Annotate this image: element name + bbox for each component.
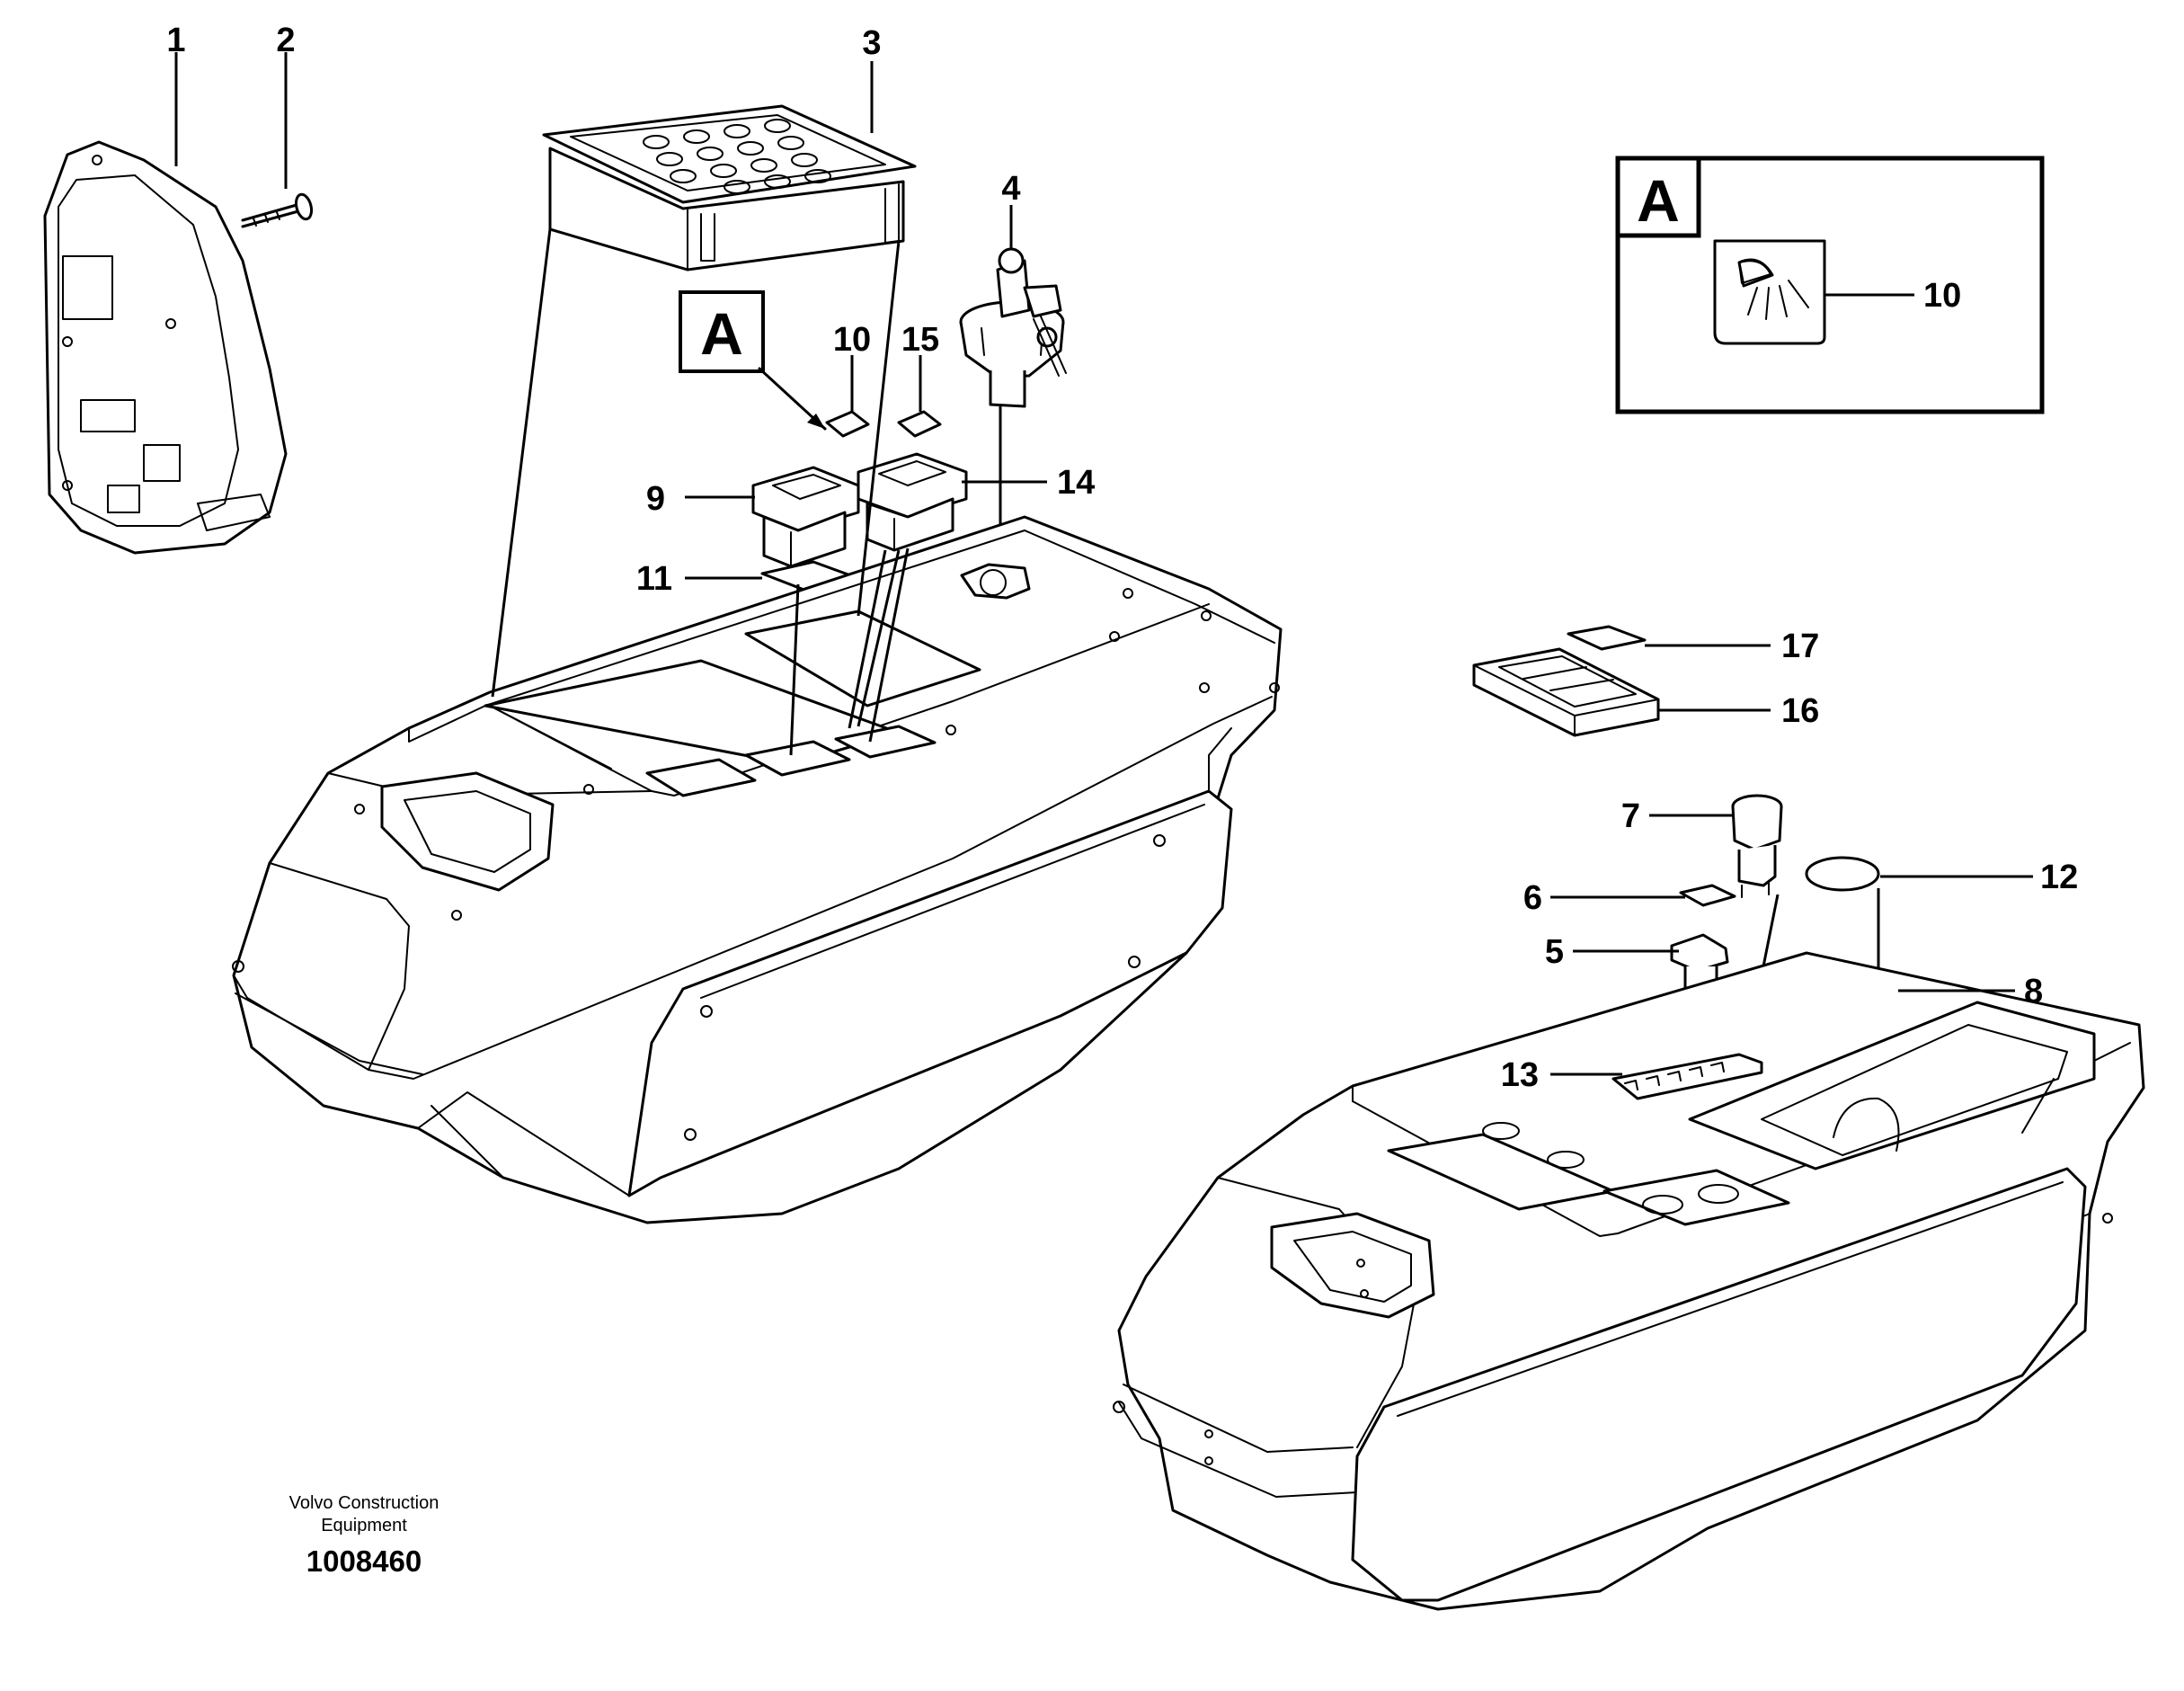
part-number-16: 16 [1781,692,1819,730]
drawing-number: 1008460 [306,1544,422,1578]
work-light-symbol-decal [1713,239,1826,345]
part-number-1: 1 [166,22,185,59]
company-name-line-2: Equipment [321,1516,407,1535]
part-number-14: 14 [1057,464,1095,502]
projection-lines [491,228,910,756]
part-number-8: 8 [2024,973,2043,1010]
part-number-9: 9 [646,480,665,518]
ignition-key-switch [959,247,1067,589]
label-plate-17 [1567,625,1647,651]
part-number-12: 12 [2040,859,2078,896]
cap-12 [1805,856,1880,892]
part-number-3: 3 [862,24,881,62]
part-number-13: 13 [1501,1056,1539,1094]
detail-callout-letter: A [1637,167,1680,234]
console-left [232,515,1283,1224]
side-cover-panel [43,140,288,555]
part-number-4: 4 [1001,170,1020,208]
part-number-7: 7 [1621,797,1640,835]
work-light-icon [1737,258,1774,288]
symbol-decals [825,355,942,438]
part-number-11: 11 [636,560,672,598]
part-numbers: 1 2 3 4 10 15 9 14 11 10 17 16 7 12 6 5 … [166,22,2078,1094]
footer-credits: Volvo Construction Equipment 1008460 [289,1493,439,1578]
company-name-line-1: Volvo Construction [289,1493,439,1513]
detail-view-a: A [1615,156,2045,414]
indicator-lamp-7 [1731,794,1783,898]
view-callout-letter: A [700,300,743,367]
keypad-module [542,104,917,271]
part-number-6: 6 [1523,879,1542,917]
rocker-switch-14 [857,452,968,552]
part-number-2: 2 [276,22,295,59]
keypad-buttons [643,119,831,194]
view-callout-a: A [679,290,827,431]
detail-item-number: 10 [1923,277,1961,315]
leader-lines [174,52,2033,1076]
label-plate-6 [1679,884,1736,907]
switch-panel-16 [1472,647,1660,737]
part-number-15: 15 [901,321,939,359]
part-number-5: 5 [1545,933,1564,971]
rocker-switch-9 [751,466,860,568]
console-right [1113,951,2145,1611]
screw [241,192,314,228]
part-number-17: 17 [1781,627,1819,665]
part-number-10: 10 [833,321,871,359]
